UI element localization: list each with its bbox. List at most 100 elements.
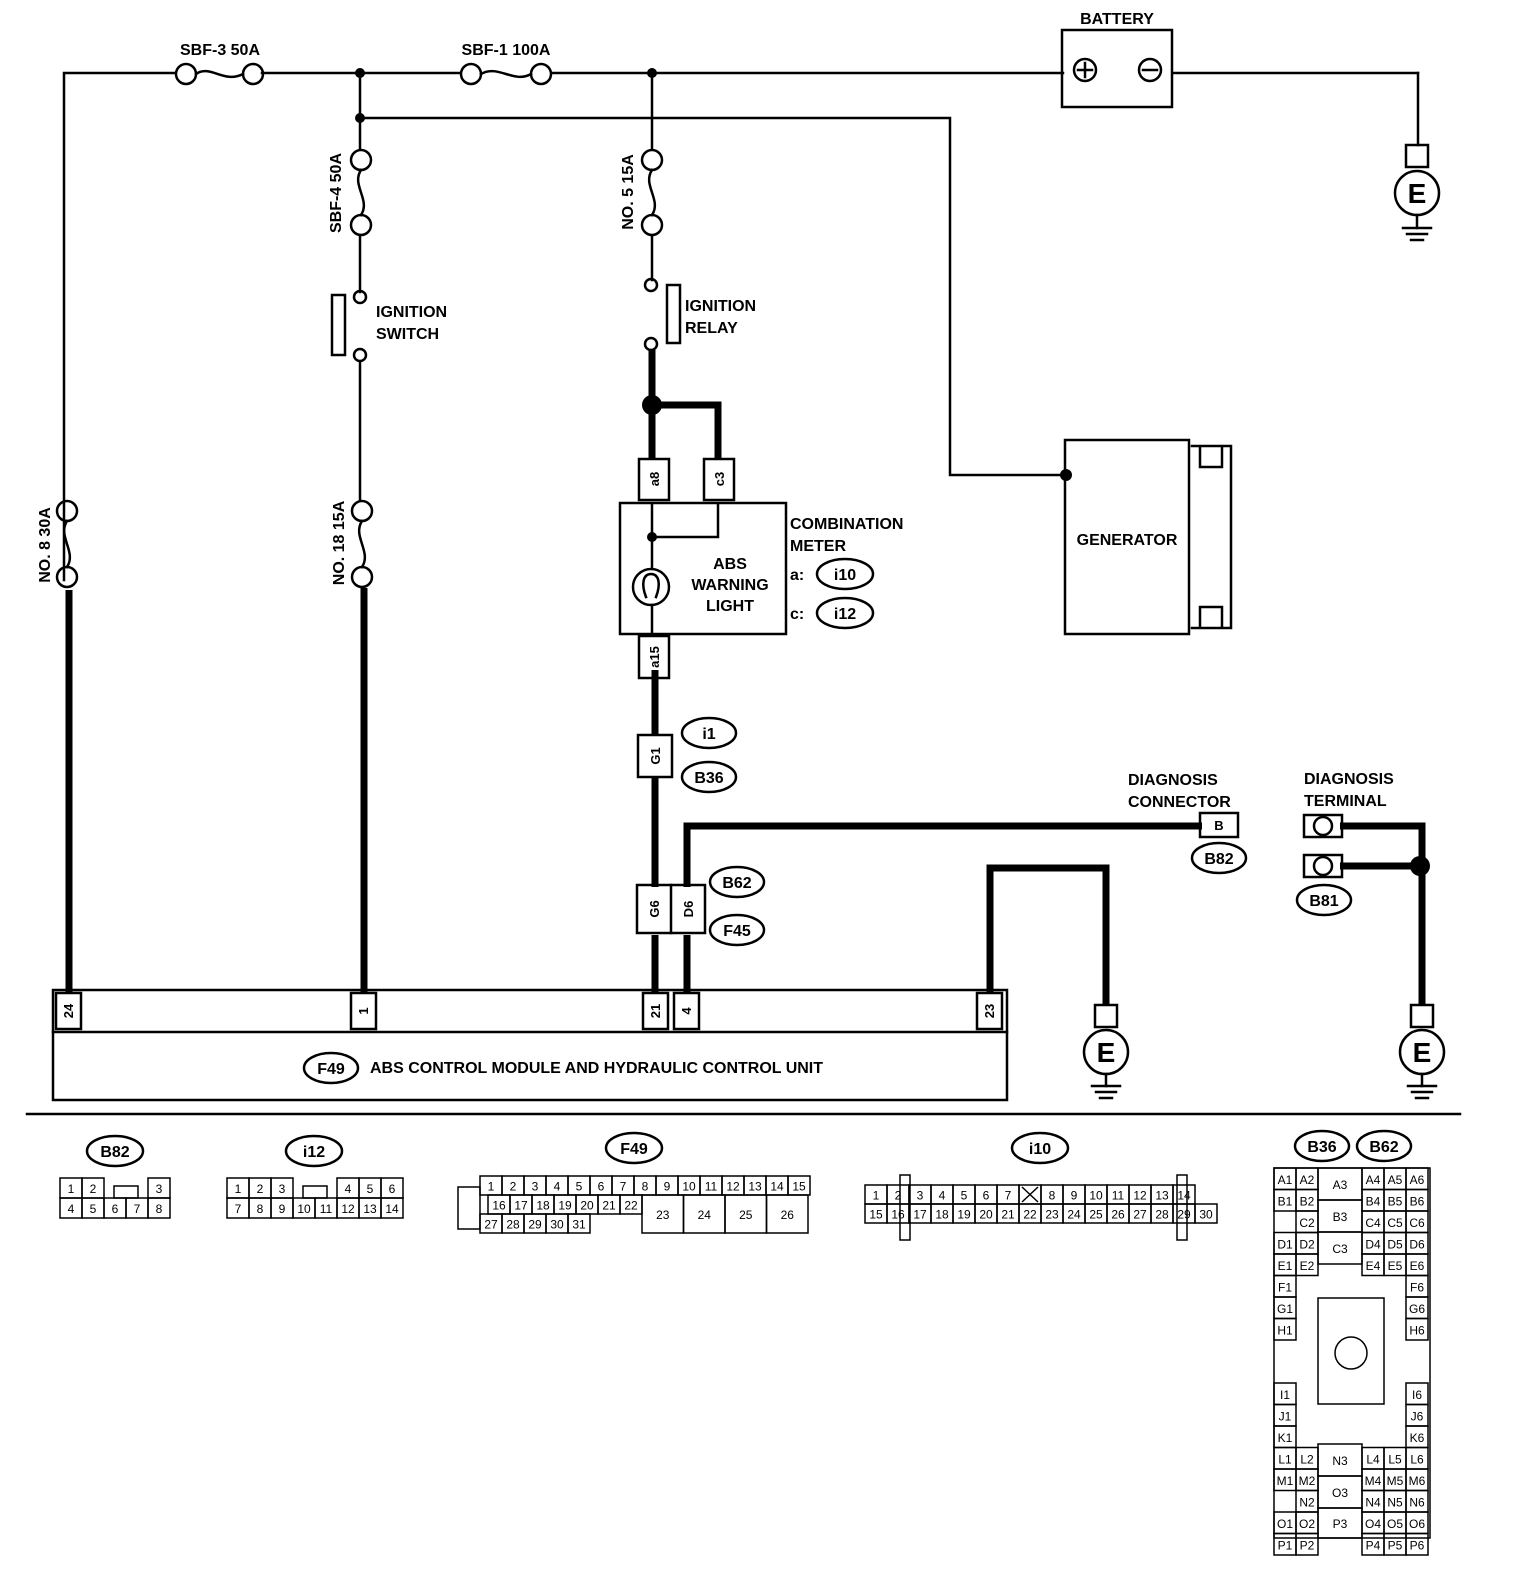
terminal-d6: D6	[681, 901, 696, 918]
pin-number: A6	[1410, 1173, 1425, 1187]
connector-outline	[1317, 1297, 1385, 1405]
pin-number: 1	[873, 1189, 880, 1203]
abs-warning-light-label-2: WARNING	[691, 577, 768, 594]
pin-number: B1	[1278, 1194, 1293, 1208]
connector-outline	[899, 1174, 911, 1241]
pin-number: O5	[1387, 1517, 1403, 1531]
fuse-label-sbf3: SBF-3 50A	[180, 42, 260, 59]
ground-label-battery: E	[1408, 178, 1427, 209]
connector-id-f49: F49	[317, 1061, 345, 1078]
pin-cell	[1295, 1532, 1319, 1556]
pin-number: M4	[1365, 1474, 1382, 1488]
pin-number: 13	[1155, 1189, 1169, 1203]
pin-number: M6	[1409, 1474, 1426, 1488]
pin-number: 13	[748, 1180, 762, 1194]
pin-number: 6	[389, 1182, 396, 1196]
meter-a-prefix: a:	[790, 567, 804, 584]
thick-wires	[65, 350, 1426, 1005]
diagnosis-connector-label-2: CONNECTOR	[1128, 794, 1231, 811]
fuse-sbf4	[349, 148, 373, 237]
pin-number: 5	[90, 1202, 97, 1216]
pin-number: 1	[235, 1182, 242, 1196]
fuse-label-no5: NO. 5 15A	[620, 154, 637, 230]
fuse-sbf1	[459, 62, 553, 86]
abs-module-box	[51, 988, 1009, 1102]
pin-number: 29	[1177, 1208, 1191, 1222]
combination-meter-label-2: METER	[790, 538, 846, 555]
pin-number: 18	[935, 1208, 949, 1222]
fuse-no8	[55, 499, 79, 589]
pin-number: E4	[1366, 1259, 1381, 1273]
pin-number: C3	[1332, 1242, 1348, 1256]
connector-id-labels: i1 B36 B62 F45 B82 B81 F49	[317, 726, 1339, 1078]
pin-number: L4	[1366, 1452, 1380, 1466]
pin-number: D6	[1409, 1237, 1425, 1251]
pin-number: K1	[1278, 1431, 1293, 1445]
pin-number: P1	[1278, 1538, 1293, 1552]
pin-number: 10	[1089, 1189, 1103, 1203]
pin-number: C4	[1365, 1216, 1381, 1230]
pin-number: 18	[536, 1199, 550, 1213]
terminal-a8: a8	[647, 472, 662, 486]
pin-number: 15	[869, 1208, 883, 1222]
pin-number: 23	[1045, 1208, 1059, 1222]
terminal-g6: G6	[647, 900, 662, 917]
pin-number: 11	[705, 1180, 718, 1194]
meter-c-prefix: c:	[790, 606, 804, 623]
pin-number: P3	[1333, 1517, 1348, 1531]
pin-number: 26	[1111, 1208, 1125, 1222]
pin-number: M1	[1277, 1474, 1294, 1488]
connector-id-b81: B81	[1309, 893, 1338, 910]
pin-number: 7	[134, 1202, 141, 1216]
fuse-label-sbf1: SBF-1 100A	[462, 42, 551, 59]
pin-number: M2	[1299, 1474, 1316, 1488]
fuse-no5	[640, 148, 664, 237]
pin-number: J6	[1411, 1409, 1424, 1423]
pin-number: J1	[1279, 1409, 1292, 1423]
pin-number: 21	[1001, 1208, 1015, 1222]
pin-number: D2	[1299, 1237, 1315, 1251]
pin-number: 24	[698, 1208, 712, 1222]
fuse-sbf3	[174, 62, 265, 86]
pin-number: 17	[913, 1208, 927, 1222]
pin-number: L6	[1410, 1452, 1424, 1466]
pin-number: 2	[90, 1182, 97, 1196]
combination-meter-label-1: COMBINATION	[790, 516, 903, 533]
battery-label: BATTERY	[1080, 11, 1154, 28]
pin-number: L2	[1300, 1452, 1314, 1466]
pin-number: 24	[1067, 1208, 1081, 1222]
pin-number: 8	[257, 1202, 264, 1216]
pin-number: C2	[1299, 1216, 1315, 1230]
pin-number: B2	[1300, 1194, 1315, 1208]
pin-number: 12	[726, 1180, 740, 1194]
module-pin-23: 23	[982, 1004, 997, 1018]
pin-number: P6	[1410, 1538, 1425, 1552]
pin-number: A2	[1300, 1173, 1315, 1187]
pin-number: E5	[1388, 1259, 1403, 1273]
connector-ovals	[85, 557, 1413, 1168]
pin-number: H6	[1409, 1323, 1425, 1337]
pin-number: 20	[979, 1208, 993, 1222]
pin-number: 2	[510, 1180, 517, 1194]
pin-number: F1	[1278, 1280, 1292, 1294]
ground-symbol-battery	[1393, 143, 1441, 242]
connector-id-f45: F45	[723, 923, 751, 940]
abs-warning-light-label-3: LIGHT	[706, 598, 754, 615]
pin-number: O1	[1277, 1517, 1293, 1531]
pin-number: P4	[1366, 1538, 1381, 1552]
pin-number: 9	[279, 1202, 286, 1216]
pin-cell	[1273, 1317, 1297, 1341]
pin-number: E1	[1278, 1259, 1293, 1273]
pin-number: K6	[1410, 1431, 1425, 1445]
pin-number: 2	[257, 1182, 264, 1196]
pin-number: O6	[1409, 1517, 1425, 1531]
pin-cell	[567, 1213, 591, 1234]
pin-number: F6	[1410, 1280, 1424, 1294]
ignition-switch-label-1: IGNITION	[376, 304, 447, 321]
pin-number: 6	[112, 1202, 119, 1216]
ignition-relay-label-2: RELAY	[685, 320, 738, 337]
blank-pin-mark	[1021, 1186, 1039, 1203]
pin-cell	[765, 1194, 809, 1234]
pin-number: 25	[1089, 1208, 1103, 1222]
abs-warning-light-label-1: ABS	[713, 556, 747, 573]
